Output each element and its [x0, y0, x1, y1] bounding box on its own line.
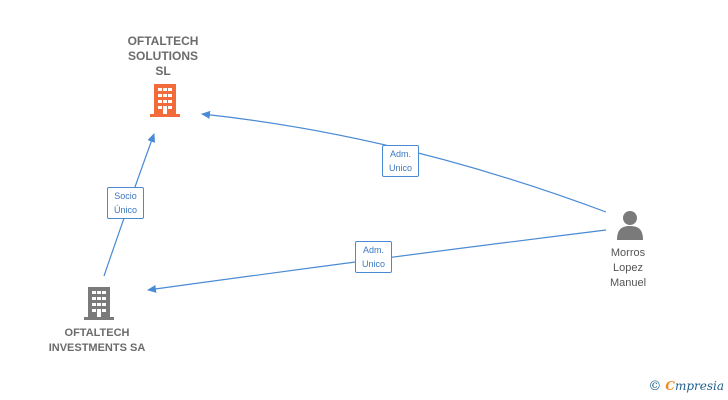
brand-name: mpresia — [674, 379, 724, 393]
edge-label-adm-unico-top: Adm. Unico — [382, 145, 420, 177]
node-label-investments[interactable]: OFTALTECH INVESTMENTS SA — [48, 327, 146, 354]
copyright-symbol: © — [648, 379, 662, 394]
empresia-logo: ©Cmpresia — [648, 379, 724, 394]
edge-label-socio-unico: Socio Único — [107, 187, 145, 219]
node-label-solutions[interactable]: OFTALTECH SOLUTIONS SL — [127, 34, 199, 78]
brand-initial: C — [665, 379, 675, 393]
node-label-person[interactable]: Morros Lopez Manuel — [609, 247, 647, 289]
building-icon[interactable] — [150, 84, 180, 117]
building-icon[interactable] — [84, 287, 114, 320]
edge-label-adm-unico-bottom: Adm. Unico — [355, 241, 393, 273]
person-icon[interactable] — [617, 211, 643, 240]
